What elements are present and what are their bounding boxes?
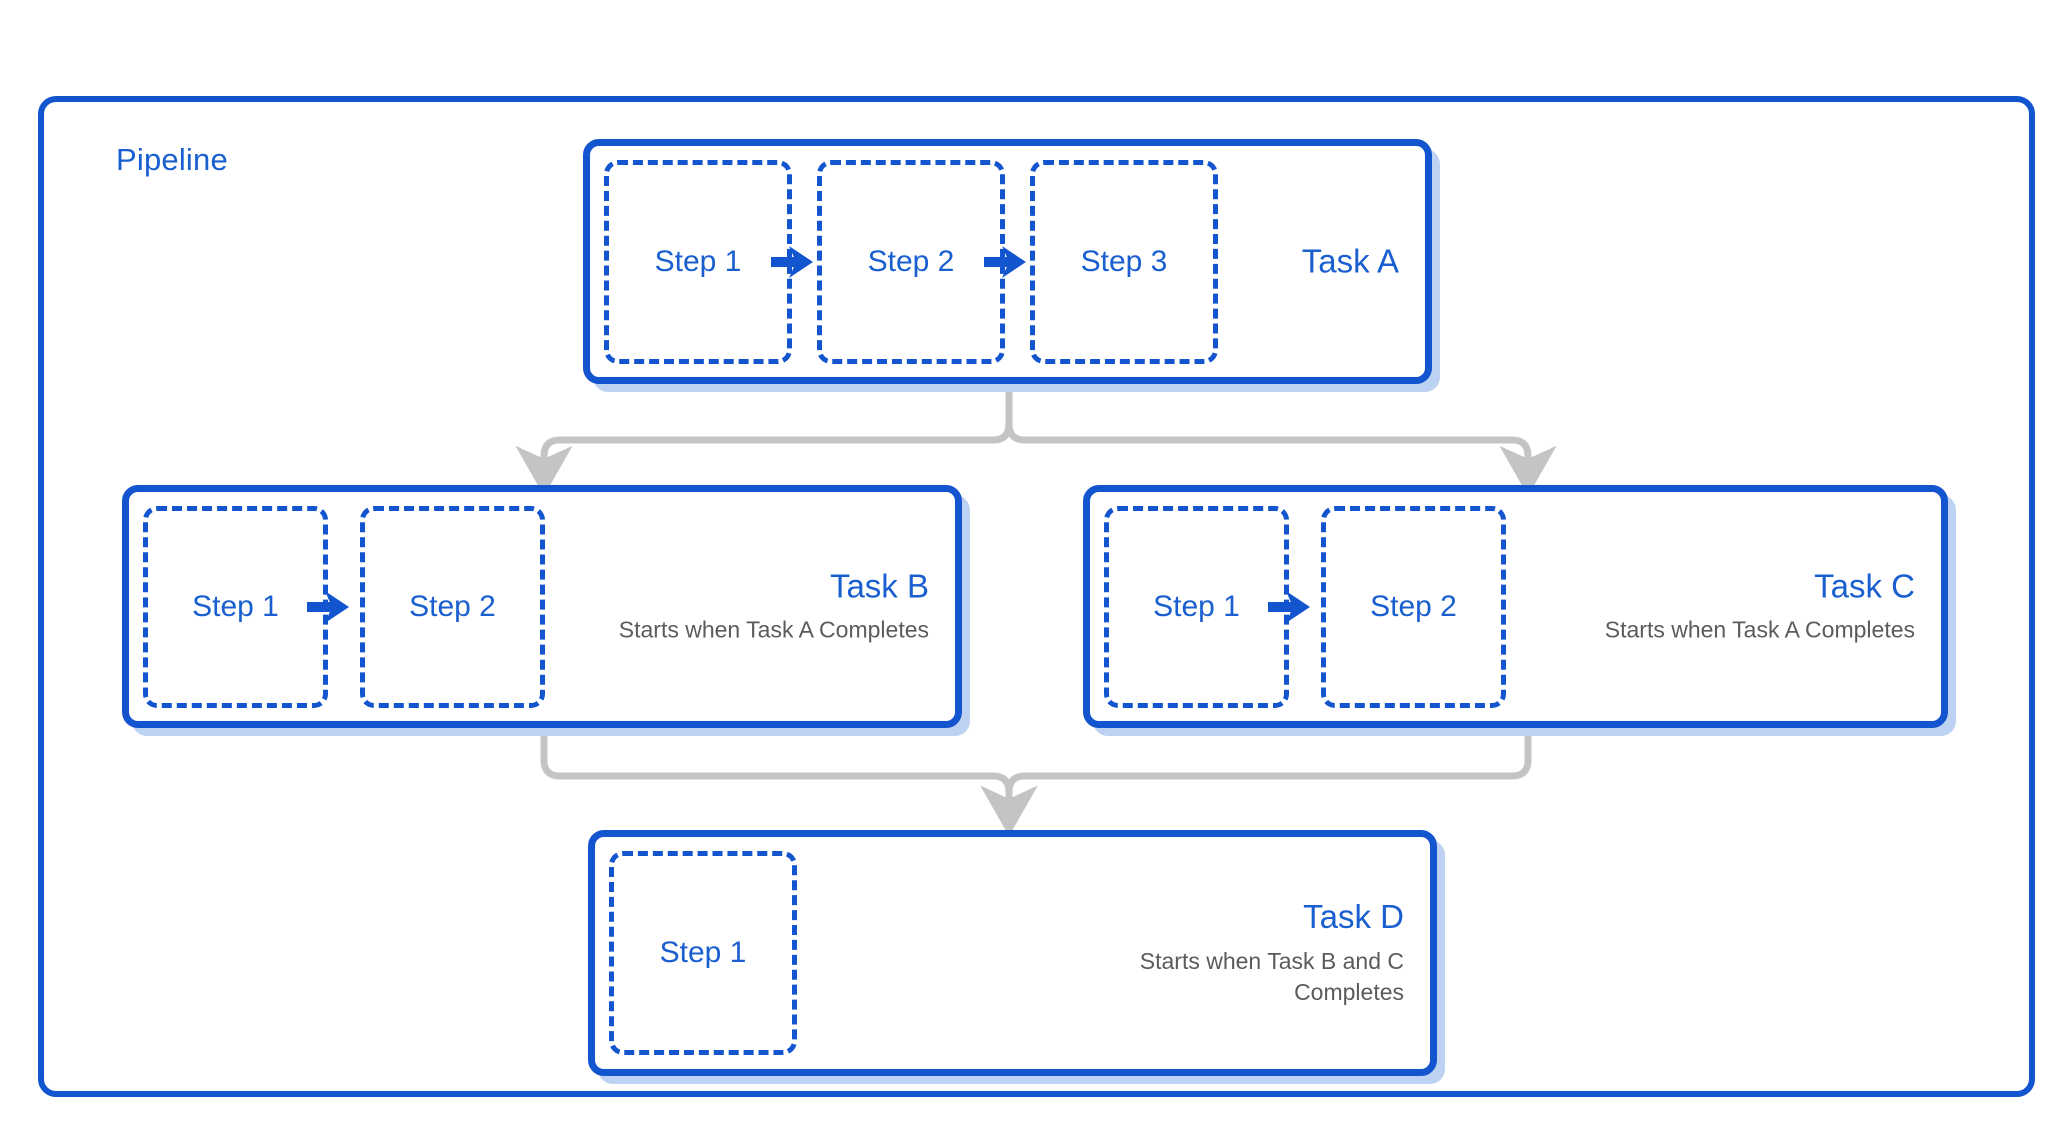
step-label: Step 2 [409,589,496,623]
task-c-title: Task C [1814,567,1915,605]
task-card-task-b[interactable]: Step 1 Step 2 Task B Starts when Task A … [122,485,962,728]
task-card-task-a[interactable]: Step 1 Step 2 [583,139,1432,384]
step-label: Step 3 [1080,244,1168,278]
task-d-title: Task D [1303,898,1404,936]
task-d-step-1[interactable]: Step 1 [609,851,797,1055]
task-b-steps: Step 1 Step 2 [143,505,545,708]
task-a-step-2[interactable]: Step 2 [817,159,1005,364]
task-c-step-1[interactable]: Step 1 [1104,505,1289,708]
task-d-steps: Step 1 [609,851,797,1055]
task-a-inner: Step 1 Step 2 [590,146,1425,377]
task-card-task-c[interactable]: Step 1 Step 2 Task C Starts when Task A … [1083,485,1948,728]
task-c-subtitle: Starts when Task A Completes [1604,617,1915,644]
task-d-inner: Step 1 Task D Starts when Task B and C C… [595,837,1430,1069]
task-b-subtitle: Starts when Task A Completes [618,617,929,644]
task-card-task-d[interactable]: Step 1 Task D Starts when Task B and C C… [588,830,1437,1076]
task-a-step-1[interactable]: Step 1 [604,159,792,364]
task-c-inner: Step 1 Step 2 Task C Starts when Task A … [1090,492,1941,721]
task-d-text: Task D Starts when Task B and C Complete… [1104,898,1404,1008]
step-label: Step 1 [654,244,742,278]
task-c-text: Task C Starts when Task A Completes [1605,567,1915,646]
task-a-steps: Step 1 Step 2 [604,159,1218,364]
step-label: Step 2 [1370,589,1457,623]
task-b-step-2[interactable]: Step 2 [360,505,545,708]
step-label: Step 1 [659,936,747,969]
task-a-title: Task A [1301,242,1399,280]
task-b-step-1[interactable]: Step 1 [143,505,328,708]
step-label: Step 1 [192,589,279,623]
task-c-step-2[interactable]: Step 2 [1321,505,1506,708]
step-label: Step 1 [1153,589,1240,623]
step-label: Step 2 [867,244,955,278]
task-d-subtitle: Starts when Task B and C Completes [1139,948,1404,1005]
task-b-text: Task B Starts when Task A Completes [619,567,929,646]
task-b-title: Task B [829,567,929,605]
task-a-text: Task A [1302,242,1399,281]
task-a-step-3[interactable]: Step 3 [1030,159,1218,364]
task-b-inner: Step 1 Step 2 Task B Starts when Task A … [129,492,955,721]
pipeline-label: Pipeline [116,142,228,177]
task-c-steps: Step 1 Step 2 [1104,505,1506,708]
